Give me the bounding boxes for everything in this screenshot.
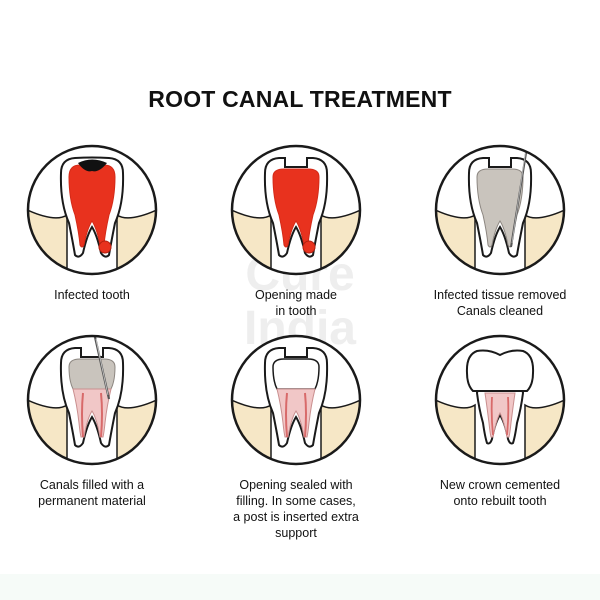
step-3: Infected tissue removed Canals cleaned xyxy=(400,143,600,319)
step-caption: Opening sealed with filling. In some cas… xyxy=(233,478,359,540)
opened-tooth-icon xyxy=(230,144,362,276)
footer-band xyxy=(0,574,600,600)
step-5: Opening sealed with filling. In some cas… xyxy=(196,333,396,541)
page-title: ROOT CANAL TREATMENT xyxy=(148,86,452,112)
step-caption: New crown cemented onto rebuilt tooth xyxy=(439,478,561,508)
step-2: Opening made in tooth xyxy=(196,143,396,319)
step-1: Infected tooth xyxy=(0,143,192,303)
step-6: New crown cemented onto rebuilt tooth xyxy=(400,333,600,509)
filled-canals-icon xyxy=(26,334,158,466)
step-caption: Infected tooth xyxy=(54,288,130,302)
crowned-tooth-icon xyxy=(434,334,566,466)
step-caption: Canals filled with a permanent material xyxy=(38,478,146,508)
step-caption: Infected tissue removed Canals cleaned xyxy=(433,288,567,318)
step-4: Canals filled with a permanent material xyxy=(0,333,192,509)
infected-tooth-icon xyxy=(26,144,158,276)
cleaned-tooth-icon xyxy=(434,144,566,276)
sealed-tooth-icon xyxy=(230,334,362,466)
step-caption: Opening made in tooth xyxy=(254,288,337,318)
